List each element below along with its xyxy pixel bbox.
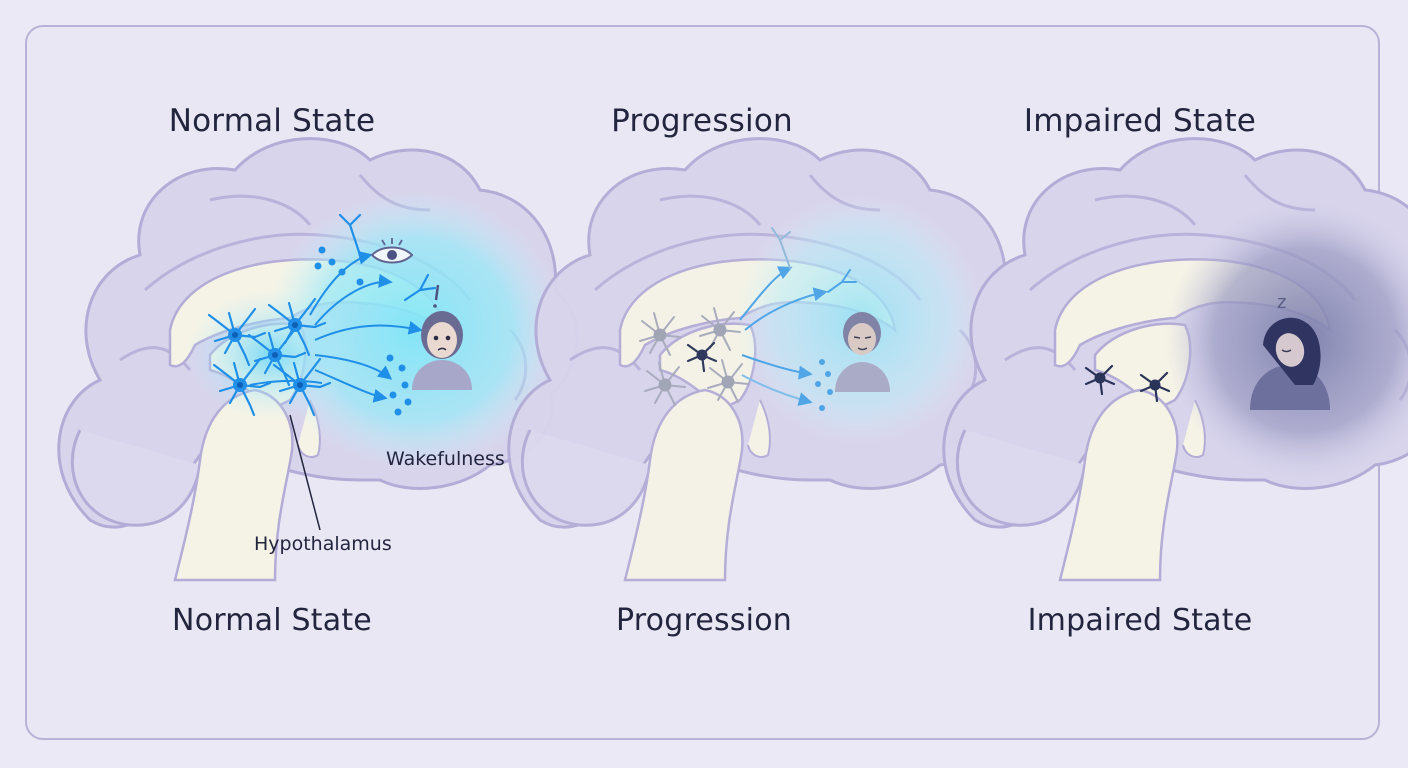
alert-icon [433, 284, 440, 308]
hypothalamus-pointer [289, 414, 321, 531]
label-wakefulness: Wakefulness [386, 448, 505, 470]
panel-title-normal: Normal State [168, 103, 376, 139]
panel-caption-normal: Normal State [172, 603, 372, 638]
panel-caption-impaired: Impaired State [1027, 603, 1253, 638]
eye-icon [370, 238, 414, 264]
panel-title-impaired: Impaired State [1023, 103, 1257, 139]
panel-caption-progression: Progression [616, 603, 792, 638]
tired-person-icon [835, 312, 890, 392]
brain-impaired: z [942, 137, 1408, 582]
awake-person-icon [412, 311, 472, 390]
panel-title-progression: Progression [611, 103, 793, 139]
sleep-z-icon: z [1277, 292, 1286, 313]
label-hypothalamus: Hypothalamus [254, 533, 392, 555]
brain-normal [57, 137, 579, 582]
sleeping-person-icon [1250, 317, 1330, 410]
brain-progression [507, 137, 1029, 582]
